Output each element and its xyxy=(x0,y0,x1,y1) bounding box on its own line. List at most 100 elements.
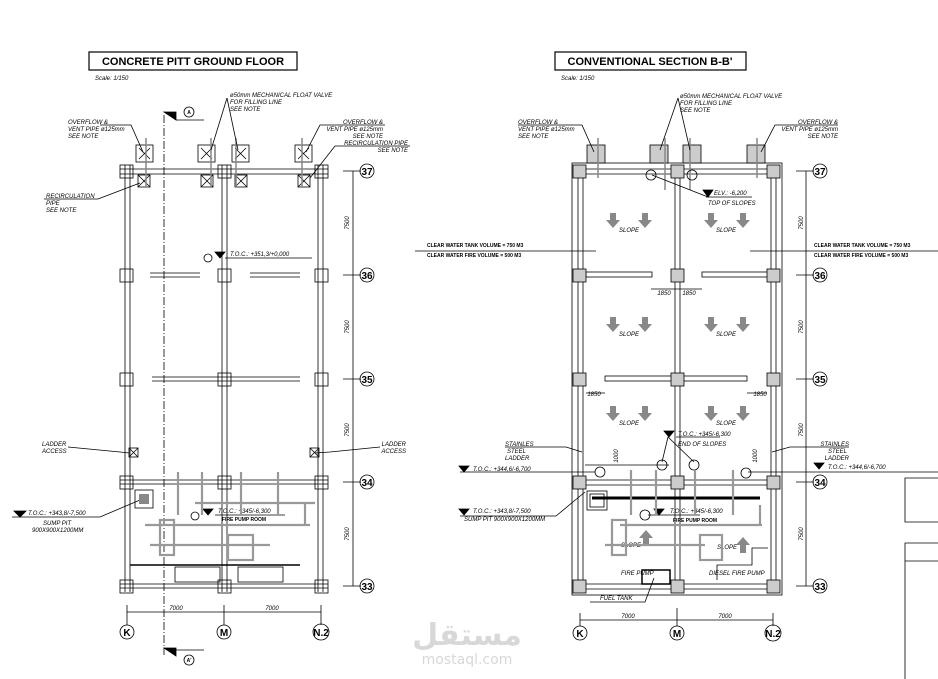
svg-text:7500: 7500 xyxy=(799,320,805,334)
svg-text:K: K xyxy=(576,629,584,640)
overflow-left-label: OVERFLOW & xyxy=(68,120,108,126)
svg-text:37: 37 xyxy=(361,167,373,178)
svg-text:N.2: N.2 xyxy=(765,629,781,640)
section-title: CONVENTIONAL SECTION B-B' xyxy=(568,56,733,68)
svg-text:CLEAR WATER FIRE VOLUME = 500: CLEAR WATER FIRE VOLUME = 500 M3 xyxy=(814,253,908,259)
recirculation-left-label: RECIRCULATION xyxy=(46,194,95,200)
section-bubble-a xyxy=(183,106,195,118)
svg-text:STEEL: STEEL xyxy=(828,449,847,455)
svg-text:M: M xyxy=(220,628,228,639)
svg-text:1850: 1850 xyxy=(657,291,671,297)
svg-text:VENT PIPE ø125mm: VENT PIPE ø125mm xyxy=(518,127,575,133)
volume-right-label: CLEAR WATER TANK VOLUME = 750 M3 xyxy=(814,243,911,249)
svg-text:M: M xyxy=(673,629,681,640)
svg-text:36: 36 xyxy=(361,271,373,282)
svg-text:33: 33 xyxy=(814,582,826,593)
section-leaders xyxy=(415,97,938,603)
plan-title-box xyxy=(88,51,298,71)
svg-text:1850: 1850 xyxy=(587,392,601,398)
diesel-fire-pump-label: DIESEL FIRE PUMP xyxy=(709,571,765,577)
watermark: مستقل mostaql.com xyxy=(412,618,522,668)
svg-text:A': A' xyxy=(187,658,192,664)
svg-text:36: 36 xyxy=(814,271,826,282)
svg-text:34: 34 xyxy=(814,478,826,489)
svg-text:7500: 7500 xyxy=(345,216,351,230)
svg-text:mostaql.com: mostaql.com xyxy=(422,652,513,668)
section-overflow-right-label: OVERFLOW & xyxy=(798,120,838,126)
svg-text:900X900X1200MM: 900X900X1200MM xyxy=(32,528,83,534)
svg-text:1850: 1850 xyxy=(753,392,767,398)
section-pump-toc-label: T.O.C.: +345/-6,300 xyxy=(670,509,723,515)
fire-pump-label: FIRE PUMP xyxy=(621,571,654,577)
section-columns xyxy=(572,144,781,594)
pump-toc-label: T.O.C.: +345/-6,300 xyxy=(218,509,271,515)
plan-scale: Scale: 1/150 xyxy=(95,76,129,82)
svg-text:STEEL: STEEL xyxy=(507,449,526,455)
section-sump-toc-label: T.O.C.: +343,8/-7,500 xyxy=(473,509,531,515)
svg-text:VENT PIPE ø125mm: VENT PIPE ø125mm xyxy=(326,127,383,133)
ladder-left-label: LADDER xyxy=(42,442,67,448)
overflow-right-label: OVERFLOW & xyxy=(343,120,383,126)
section-overflow-left-label: OVERFLOW & xyxy=(518,120,558,126)
section-title-box xyxy=(554,51,747,71)
plan-row-grid xyxy=(343,163,375,594)
section-arrow-top xyxy=(162,111,177,121)
svg-text:FOR FILLING LINE: FOR FILLING LINE xyxy=(230,100,283,106)
svg-text:34: 34 xyxy=(361,478,373,489)
end-of-slopes-label: END OF SLOPES xyxy=(678,442,726,448)
svg-text:A: A xyxy=(187,110,191,116)
svg-text:VENT PIPE ø125mm: VENT PIPE ø125mm xyxy=(68,127,125,133)
svg-text:CLEAR WATER FIRE VOLUME = 500: CLEAR WATER FIRE VOLUME = 500 M3 xyxy=(427,253,521,259)
grid-bubble-m xyxy=(216,624,232,640)
section-row-grid xyxy=(796,163,828,594)
svg-text:SEE NOTE: SEE NOTE xyxy=(808,134,839,140)
section-scale: Scale: 1/150 xyxy=(561,76,595,82)
svg-text:7500: 7500 xyxy=(799,216,805,230)
end-toc-label: T.O.C.: +345/-6,300 xyxy=(678,432,731,438)
section-sump-label: SUMP PIT 900X900X1200MM xyxy=(464,517,545,523)
svg-text:مستقل: مستقل xyxy=(412,618,522,653)
plan-columns xyxy=(119,164,329,594)
grid-bubble-37 xyxy=(359,163,375,179)
svg-text:SEE NOTE: SEE NOTE xyxy=(353,134,384,140)
svg-text:7500: 7500 xyxy=(799,527,805,541)
toc-right-label: T.O.C.: +344,6/-6,700 xyxy=(828,465,886,471)
grid-bubble-34 xyxy=(359,474,375,490)
section-arrow-bottom xyxy=(162,647,177,657)
plan-pump-piping xyxy=(145,472,315,562)
pump-room-label: FIRE PUMP ROOM xyxy=(222,517,266,523)
svg-text:LADDER: LADDER xyxy=(505,456,530,462)
svg-text:7000: 7000 xyxy=(621,614,635,620)
sump-label: SUMP PIT xyxy=(43,521,72,527)
svg-text:7500: 7500 xyxy=(345,527,351,541)
svg-text:SEE NOTE: SEE NOTE xyxy=(46,208,77,214)
svg-text:7500: 7500 xyxy=(345,423,351,437)
grid-bubble-k xyxy=(119,624,135,640)
section-float-valve-label: ø50mm MECHANICAL FLOAT VALVE xyxy=(680,94,783,100)
plan-col-grid xyxy=(119,605,330,641)
sump-toc-label: T.O.C.: +343,8/-7,500 xyxy=(28,511,86,517)
svg-text:K: K xyxy=(123,628,131,639)
grid-bubble-33 xyxy=(359,578,375,594)
svg-text:ACCESS: ACCESS xyxy=(41,449,67,455)
svg-text:7000: 7000 xyxy=(265,606,279,612)
ground-floor-plan: CONCRETE PITT GROUND FLOOR Scale: 1/150 xyxy=(12,51,410,666)
grid-bubble-35 xyxy=(359,371,375,387)
svg-text:SLOPE: SLOPE xyxy=(716,421,737,427)
svg-text:SLOPE: SLOPE xyxy=(619,421,640,427)
svg-text:SLOPE: SLOPE xyxy=(717,545,738,551)
svg-text:SEE NOTE: SEE NOTE xyxy=(518,134,549,140)
svg-text:SEE NOTE: SEE NOTE xyxy=(378,148,409,154)
plan-title: CONCRETE PITT GROUND FLOOR xyxy=(102,56,284,68)
svg-text:LADDER: LADDER xyxy=(825,456,850,462)
float-valve-label: ø50mm MECHANICAL FLOAT VALVE xyxy=(230,93,333,99)
top-of-slopes-label: TOP OF SLOPES xyxy=(708,201,756,207)
svg-text:1850: 1850 xyxy=(682,291,696,297)
svg-text:7500: 7500 xyxy=(799,423,805,437)
svg-text:SEE NOTE: SEE NOTE xyxy=(230,107,261,113)
svg-text:PIPE: PIPE xyxy=(46,201,61,207)
volume-left-label: CLEAR WATER TANK VOLUME = 750 M3 xyxy=(427,243,524,249)
section-bubble-a-prime xyxy=(183,654,195,666)
svg-text:SLOPE: SLOPE xyxy=(619,332,640,338)
plan-leaders xyxy=(12,97,410,521)
